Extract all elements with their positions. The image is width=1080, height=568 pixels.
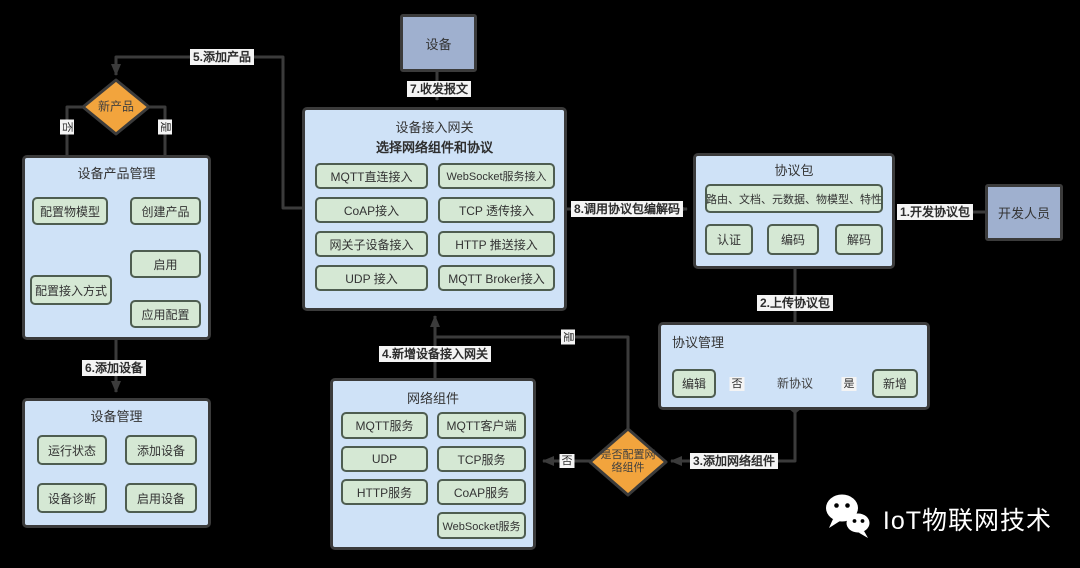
- gateway-item-mqtt-direct: MQTT直连接入: [315, 163, 428, 189]
- network-item-mqtt-service: MQTT服务: [341, 412, 428, 439]
- config-network-decision-line2: 络组件: [611, 462, 645, 474]
- product-mgmt-enable-item: 启用: [130, 250, 201, 278]
- edge-label-yes-new-protocol: 是: [841, 377, 857, 391]
- edge-yes-config-network-up: [435, 335, 630, 429]
- edge-label-yes-config-network: 是: [561, 329, 575, 345]
- protocol-package-item-route-doc-meta: 路由、文档、元数据、物模型、特性: [705, 184, 883, 213]
- edge-label-no-new-product: 否: [60, 119, 74, 135]
- network-item-websocket-service: WebSocket服务: [437, 512, 526, 539]
- watermark-text: IoT物联网技术: [882, 506, 1052, 535]
- protocol-package-item-encode: 编码: [767, 224, 819, 255]
- product-mgmt-title: 设备产品管理: [77, 166, 156, 181]
- product-mgmt-app-config-item: 应用配置: [130, 300, 201, 328]
- config-network-decision-line1: 是否配置网: [600, 449, 656, 461]
- network-item-tcp-service: TCP服务: [437, 446, 526, 472]
- device-mgmt-enable-device-item: 启用设备: [125, 483, 197, 513]
- edge-label-6-add-device: 6.添加设备: [81, 360, 147, 376]
- gateway-item-gateway-subdevice: 网关子设备接入: [315, 231, 428, 257]
- developer-node: 开发人员: [985, 184, 1063, 241]
- watermark: IoT物联网技术: [825, 493, 1052, 544]
- product-mgmt-create-product-item: 创建产品: [130, 197, 201, 225]
- network-item-http-service: HTTP服务: [341, 479, 428, 505]
- edge-label-2-upload-protocol-package: 2.上传协议包: [756, 295, 834, 311]
- network-item-coap-service: CoAP服务: [437, 479, 526, 505]
- edge-label-1-develop-protocol-package: 1.开发协议包: [896, 204, 974, 220]
- gateway-subtitle: 选择网络组件和协议: [375, 140, 493, 155]
- product-mgmt-configure-model-item: 配置物模型: [32, 197, 108, 225]
- new-product-decision-label: 新产品: [97, 99, 135, 114]
- protocol-mgmt-add-item: 新增: [872, 369, 918, 398]
- device-mgmt-running-status-item: 运行状态: [37, 435, 107, 465]
- gateway-item-udp: UDP 接入: [315, 265, 428, 291]
- gateway-item-coap: CoAP接入: [315, 197, 428, 223]
- config-network-decision-diamond: [588, 427, 668, 497]
- network-components-title: 网络组件: [406, 391, 459, 406]
- wechat-icon: [825, 493, 871, 544]
- protocol-package-title: 协议包: [774, 163, 814, 178]
- edge-label-8-call-protocol-codec: 8.调用协议包编解码: [570, 201, 684, 217]
- protocol-mgmt-title: 协议管理: [672, 335, 725, 350]
- edge-label-no-new-protocol: 否: [729, 377, 745, 391]
- edge-5-gateway-to-new-product: [111, 55, 302, 210]
- developer-node-label: 开发人员: [997, 206, 1050, 221]
- gateway-item-websocket: WebSocket服务接入: [438, 163, 555, 189]
- device-node-label: 设备: [425, 36, 452, 52]
- edge-label-5-add-product: 5.添加产品: [189, 49, 255, 65]
- network-item-mqtt-client: MQTT客户端: [437, 412, 526, 439]
- device-mgmt-title: 设备管理: [90, 409, 143, 424]
- config-network-decision-label: 是否配置网 络组件: [601, 449, 656, 475]
- gateway-item-http-push: HTTP 推送接入: [438, 231, 555, 257]
- device-mgmt-add-device-item: 添加设备: [125, 435, 197, 465]
- protocol-package-item-auth: 认证: [705, 224, 753, 255]
- edge-label-no-config-network: 否: [559, 454, 575, 468]
- new-protocol-decision-label: 新协议: [776, 376, 814, 391]
- protocol-mgmt-edit-item: 编辑: [672, 369, 716, 398]
- gateway-item-tcp: TCP 透传接入: [438, 197, 555, 223]
- edge-label-4-add-device-access-gateway: 4.新增设备接入网关: [378, 346, 492, 362]
- edge-label-yes-new-product: 是: [158, 119, 172, 135]
- gateway-item-mqtt-broker: MQTT Broker接入: [438, 265, 555, 291]
- edge-label-7-send-receive-messages: 7.收发报文: [406, 81, 472, 97]
- device-mgmt-diagnosis-item: 设备诊断: [37, 483, 107, 513]
- new-product-decision-diamond: [81, 78, 151, 136]
- product-mgmt-configure-access-item: 配置接入方式: [30, 275, 112, 305]
- protocol-package-item-decode: 解码: [835, 224, 883, 255]
- edge-label-3-add-network-component: 3.添加网络组件: [689, 453, 779, 469]
- network-item-udp: UDP: [341, 446, 428, 472]
- gateway-title: 设备接入网关: [395, 120, 474, 135]
- device-node: 设备: [400, 14, 477, 72]
